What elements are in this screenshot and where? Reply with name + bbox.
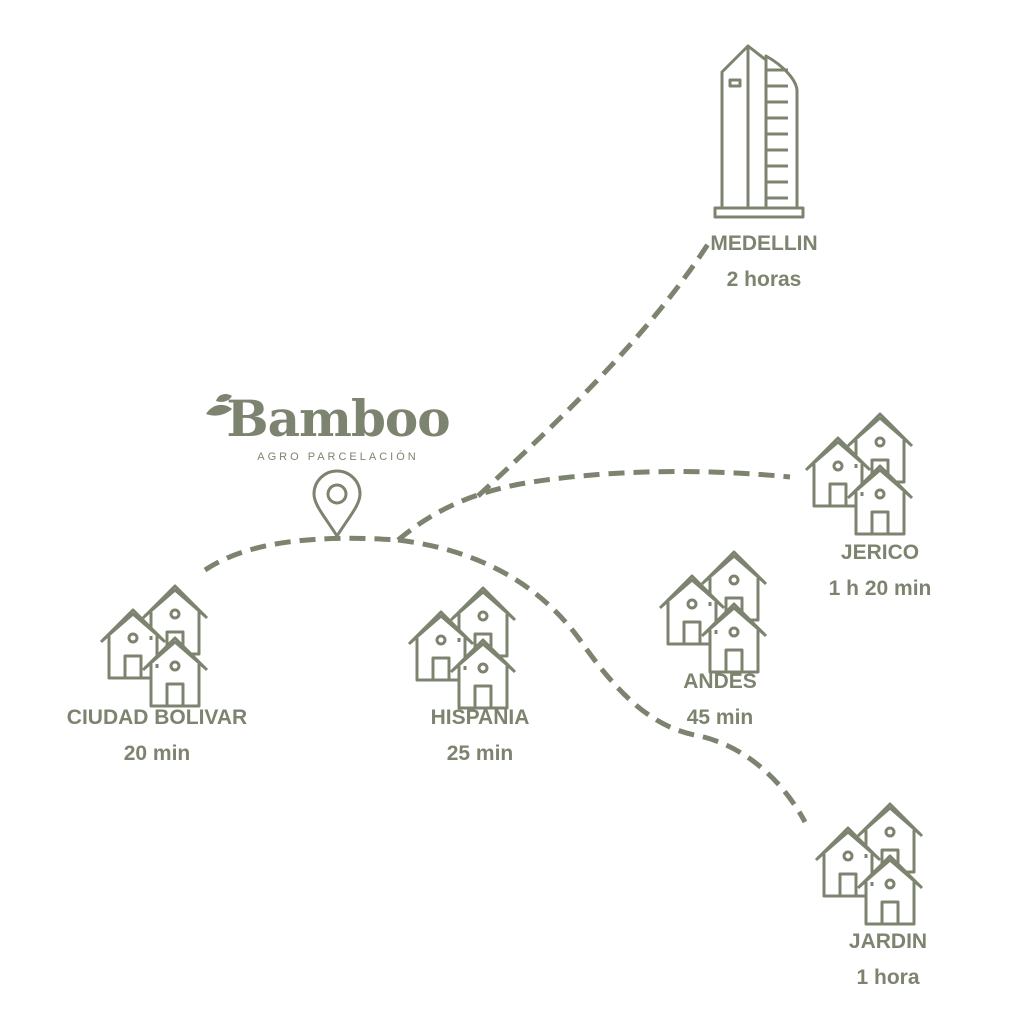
- destination-time: 1 h 20 min: [828, 577, 932, 600]
- destination-name: MEDELLIN: [710, 232, 818, 255]
- route-jerico: [396, 469, 791, 542]
- route-medellin: [476, 236, 715, 498]
- destination-name: JERICO: [840, 541, 920, 564]
- brand-logo: Bamboo AGRO PARCELACIÓN: [226, 388, 450, 464]
- houses-icon-jardin: [816, 804, 922, 924]
- destination-name: CIUDAD BOLIVAR: [66, 706, 248, 729]
- destination-name: JARDIN: [848, 930, 928, 953]
- brand-tagline: AGRO PARCELACIÓN: [257, 451, 419, 463]
- brand-name: Bamboo: [226, 389, 450, 448]
- destination-name: ANDES: [683, 670, 757, 693]
- destination-medellin: MEDELLIN 2 horas: [710, 226, 817, 298]
- destination-time: 25 min: [446, 742, 514, 765]
- destination-time: 2 horas: [726, 268, 802, 291]
- houses-icon-andes: [660, 552, 766, 672]
- destination-ciudad-bolivar: CIUDAD BOLIVAR 20 min: [67, 700, 247, 772]
- route-jardin: [397, 537, 808, 824]
- destination-andes: ANDES 45 min: [683, 664, 757, 736]
- destination-name: HISPANIA: [430, 706, 530, 729]
- destination-hispania: HISPANIA 25 min: [431, 700, 530, 772]
- houses-icon-ciudad-bolivar: [101, 586, 207, 706]
- skyscraper-icon: [713, 44, 805, 219]
- route-ciudad-bolivar: [203, 535, 399, 573]
- houses-icon-hispania: [409, 588, 515, 708]
- destination-time: 20 min: [123, 742, 191, 765]
- houses-icon-jerico: [806, 414, 912, 534]
- destination-jardin: JARDIN 1 hora: [849, 924, 927, 996]
- location-pin-icon: [312, 469, 362, 538]
- destination-jerico: JERICO 1 h 20 min: [829, 535, 932, 607]
- destination-time: 45 min: [686, 706, 754, 729]
- destination-time: 1 hora: [856, 966, 920, 989]
- leaf-icon: [206, 393, 232, 416]
